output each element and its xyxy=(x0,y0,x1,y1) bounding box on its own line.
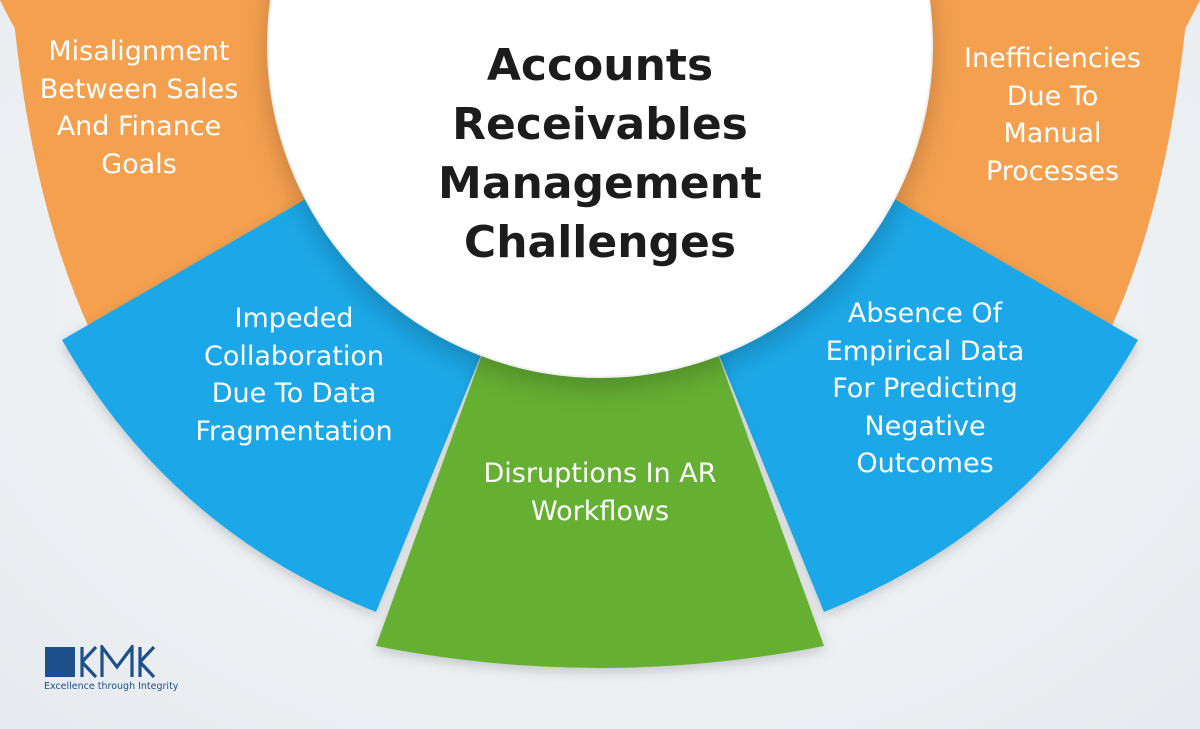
label-line: Absence Of xyxy=(847,298,1003,329)
center-circle-rim xyxy=(267,0,933,378)
label-line: Processes xyxy=(985,155,1120,187)
orange-ring-left xyxy=(12,0,318,330)
label-line: Empirical Data xyxy=(825,335,1025,367)
title-line: Challenges xyxy=(463,217,737,268)
label-line: Fragmentation xyxy=(195,415,393,447)
label-line: Goals xyxy=(101,148,177,180)
label-line: Between Sales xyxy=(39,73,239,105)
segment-absence-label: Absence Of Empirical Data For Predicting… xyxy=(800,295,1050,483)
segment-disruptions-label: Disruptions In AR Workflows xyxy=(440,455,760,530)
title-line: Management xyxy=(438,158,762,209)
segment-inefficiencies-label: Inefficiencies Due To Manual Processes xyxy=(935,40,1170,190)
title-line: Accounts xyxy=(486,40,714,91)
label-line: Misalignment xyxy=(48,36,230,67)
segment-impeded-shape xyxy=(62,192,488,612)
label-line: Inefficiencies xyxy=(964,43,1141,74)
segment-impeded-label: Impeded Collaboration Due To Data Fragme… xyxy=(168,300,420,450)
logo-tagline: Excellence through Integrity xyxy=(44,681,179,692)
label-line: And Finance xyxy=(56,111,222,142)
label-line: Disruptions In AR xyxy=(483,458,717,489)
label-line: For Predicting xyxy=(832,373,1018,404)
label-line: Collaboration xyxy=(204,340,384,372)
center-circle xyxy=(268,0,932,377)
kmk-logo-mark xyxy=(45,645,156,679)
label-line: Negative xyxy=(864,410,986,442)
title-line: Receivables xyxy=(452,99,748,150)
label-line: Workflows xyxy=(530,495,670,527)
label-line: Due To xyxy=(1006,80,1099,112)
segment-misalignment-label: Misalignment Between Sales And Finance G… xyxy=(14,33,264,183)
kmk-logo: Excellence through Integrity xyxy=(44,645,194,695)
label-line: Impeded xyxy=(234,303,354,334)
diagram-title: Accounts Receivables Management Challeng… xyxy=(330,36,870,272)
segment-absence-shape xyxy=(712,192,1138,612)
orange-ring-right xyxy=(882,0,1188,330)
segment-disruptions-shape xyxy=(376,338,824,668)
label-line: Manual xyxy=(1003,118,1102,149)
label-line: Due To Data xyxy=(211,378,377,409)
label-line: Outcomes xyxy=(856,448,994,479)
